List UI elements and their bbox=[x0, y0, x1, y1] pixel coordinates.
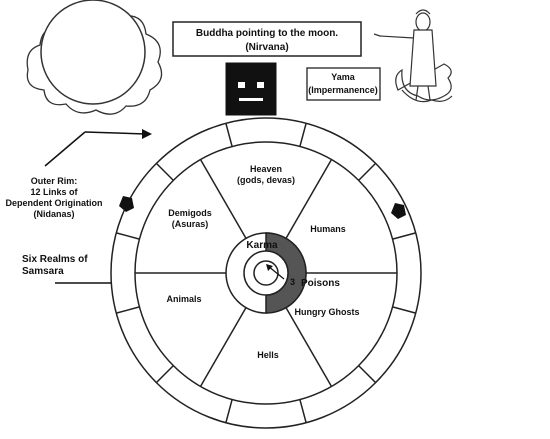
rim-divider bbox=[116, 232, 140, 240]
rim-divider bbox=[155, 162, 174, 181]
rim-divider bbox=[225, 399, 233, 423]
outer-rim-line-1: Outer Rim: bbox=[31, 176, 78, 186]
realm-labels: Heaven (gods, devas) Demigods (Asuras) H… bbox=[166, 164, 359, 360]
rim-divider bbox=[358, 365, 377, 384]
title-line-1: Buddha pointing to the moon. bbox=[196, 28, 338, 39]
realm-animals: Animals bbox=[166, 294, 201, 304]
rim-divider bbox=[116, 306, 140, 314]
yama-figure bbox=[225, 62, 277, 116]
title-line-2: (Nirvana) bbox=[245, 42, 288, 53]
moon-illustration bbox=[26, 0, 163, 115]
hub-labels: Karma 3 Poisons bbox=[246, 240, 340, 289]
six-realms-line-1: Six Realms of bbox=[22, 254, 88, 265]
arrow-head-icon bbox=[142, 129, 152, 139]
wheel bbox=[110, 117, 422, 429]
poisons-number: 3 bbox=[290, 277, 295, 287]
realm-spokes bbox=[135, 159, 397, 387]
outer-rim-line-3: Dependent Origination bbox=[5, 198, 102, 208]
realm-spoke bbox=[285, 307, 333, 387]
realm-hells: Hells bbox=[257, 350, 279, 360]
arrow-head-icon bbox=[266, 264, 273, 271]
realm-heaven-line-1: Heaven bbox=[250, 164, 282, 174]
title-box: Buddha pointing to the moon. (Nirvana) bbox=[172, 21, 362, 57]
rim-dividers bbox=[116, 123, 416, 423]
realm-hungry-ghosts: Hungry Ghosts bbox=[294, 307, 359, 317]
realm-demigods-line-2: (Asuras) bbox=[172, 219, 209, 229]
six-realms-line-2: Samsara bbox=[22, 266, 64, 277]
realm-heaven-line-2: (gods, devas) bbox=[237, 175, 295, 185]
poisons-label: Poisons bbox=[301, 278, 340, 289]
realm-spoke bbox=[199, 159, 247, 239]
yama-line-1: Yama bbox=[331, 72, 356, 82]
rim-divider bbox=[155, 365, 174, 384]
rim-divider bbox=[299, 123, 307, 147]
karma-label: Karma bbox=[246, 240, 278, 251]
rim-marker-right bbox=[391, 203, 406, 219]
outer-rim-annotation: Outer Rim: 12 Links of Dependent Origina… bbox=[5, 129, 152, 219]
yama-line-2: (Impermanence) bbox=[308, 85, 378, 95]
yama-box: Yama (Impermanence) bbox=[306, 67, 381, 101]
realm-demigods-line-1: Demigods bbox=[168, 208, 212, 218]
outer-rim-line-2: 12 Links of bbox=[30, 187, 78, 197]
realm-humans: Humans bbox=[310, 224, 346, 234]
realm-spoke bbox=[285, 159, 333, 239]
rim-divider bbox=[358, 162, 377, 181]
rim-divider bbox=[225, 123, 233, 147]
outer-rim-line-4: (Nidanas) bbox=[33, 209, 74, 219]
realm-spoke bbox=[199, 307, 247, 387]
rim-marker-left bbox=[119, 196, 134, 212]
rim-divider bbox=[392, 306, 416, 314]
rim-divider bbox=[299, 399, 307, 423]
buddha-figure bbox=[373, 9, 453, 103]
rim-divider bbox=[392, 232, 416, 240]
